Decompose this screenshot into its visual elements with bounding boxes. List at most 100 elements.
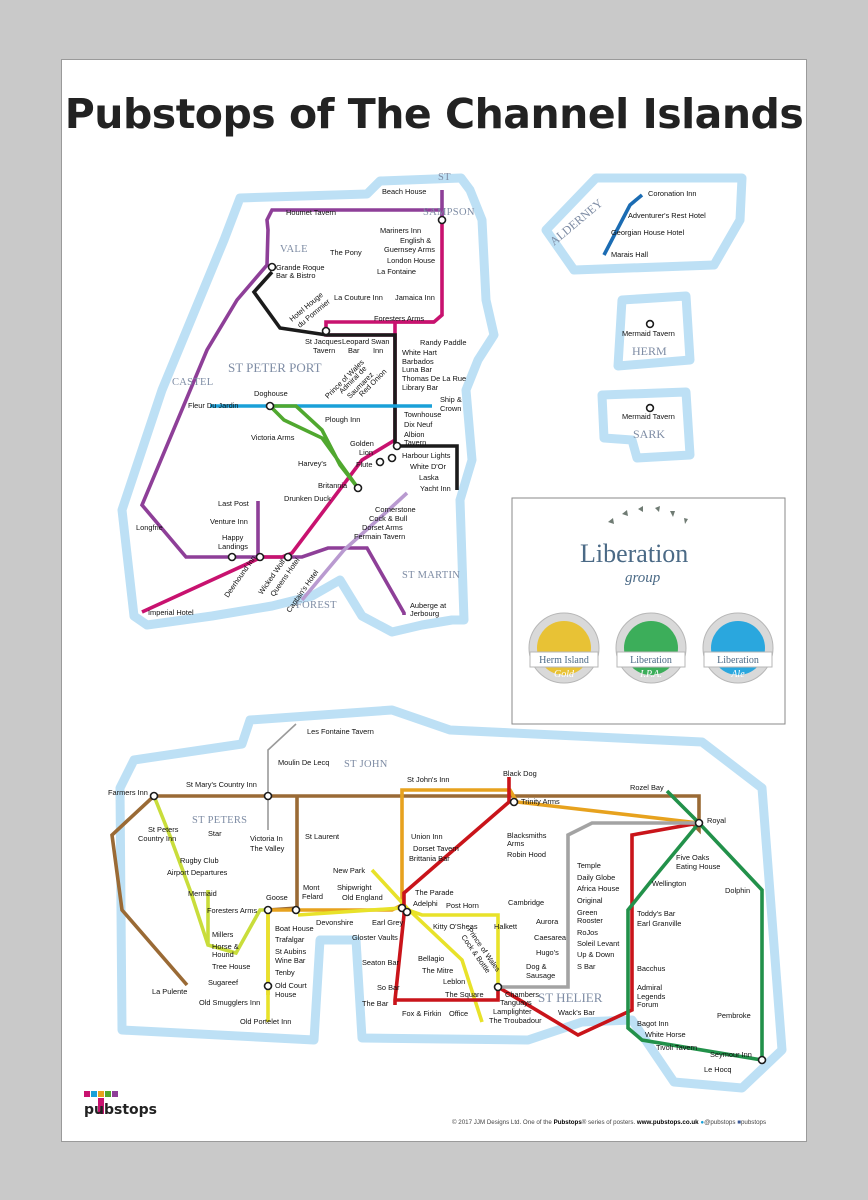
label-leopard2: Bar <box>348 346 360 355</box>
label-white-hart: White Hart <box>402 348 437 357</box>
label-todds: Toddy's Bar <box>637 909 676 918</box>
label-victoria-arms: Victoria Arms <box>251 433 295 442</box>
label-forum: Forum <box>637 1000 658 1009</box>
label-robin: Robin Hood <box>507 850 546 859</box>
label-old-court2: House <box>275 990 296 999</box>
label-admiral-j: Admiral <box>637 983 662 992</box>
label-adventurer: Adventurer's Rest Hotel <box>628 211 706 220</box>
station-grande-roque <box>267 262 277 272</box>
label-bacchus: Bacchus <box>637 964 666 973</box>
jersey-yellow-main <box>297 906 500 987</box>
label-farmers: Farmers Inn <box>108 788 148 797</box>
label-green-rooster2: Rooster <box>577 916 603 925</box>
label-the-mitre: The Mitre <box>422 966 453 975</box>
area-st-martin: ST MARTIN <box>402 570 460 581</box>
jersey-brown-west <box>110 794 189 987</box>
liberation-leaf-arc <box>608 506 688 524</box>
footer-copyright: © 2017 JJM Designs Ltd. One of the <box>452 1119 552 1126</box>
label-mont1: Mont <box>303 883 319 892</box>
label-auberge2: Jerbourg <box>410 609 439 618</box>
footer-url[interactable]: www.pubstops.co.uk <box>636 1119 699 1126</box>
area-st-sampson: SAMPSON <box>423 207 475 218</box>
area-st-helier: ST HELIER <box>538 990 603 1005</box>
area-vale: VALE <box>280 244 308 255</box>
label-longfrie: Longfrie <box>136 523 163 532</box>
label-pembroke: Pembroke <box>717 1011 751 1020</box>
label-old-smugglers: Old Smugglers Inn <box>199 998 260 1007</box>
label-tanguays: Tanguays <box>500 998 532 1007</box>
poster: Pubstops of The Channel Islands <box>61 59 807 1142</box>
label-coronation: Coronation Inn <box>648 189 696 198</box>
guernsey-green-line <box>268 404 360 490</box>
label-black-dog: Black Dog <box>503 769 537 778</box>
label-grande-roque2: Bar & Bistro <box>276 271 315 280</box>
label-harveys: Harvey's <box>298 459 327 468</box>
station-old-court <box>263 981 273 991</box>
transit-map: VALE ST SAMPSON CASTEL ST PETER PORT ST … <box>84 172 787 1114</box>
label-rozel: Rozel Bay <box>630 783 664 792</box>
alderney-halo <box>541 173 747 275</box>
station-trinity <box>509 797 519 807</box>
beer-clip-ale: Liberation Ale <box>702 612 774 684</box>
label-library: Library Bar <box>402 383 439 392</box>
footer-facebook[interactable]: pubstops <box>740 1119 767 1126</box>
beer-clip-ipa: Liberation I.P.A. <box>615 612 687 684</box>
station-chambers <box>493 982 503 992</box>
jersey-yellow-diag <box>370 868 484 1023</box>
label-the-parade: The Parade <box>415 888 454 897</box>
station-golden-lion <box>375 457 385 467</box>
label-gloster: Gloster Vaults <box>352 933 398 942</box>
label-st-peters-ci1: St Peters <box>148 825 179 834</box>
label-africa: Africa House <box>577 884 619 893</box>
label-happy1: Happy <box>222 533 244 542</box>
twitter-icon: ● <box>700 1119 705 1126</box>
jersey-stations <box>149 791 767 1065</box>
label-barbados: Barbados <box>402 357 434 366</box>
sark-station <box>645 403 655 413</box>
label-up-down: Up & Down <box>577 950 614 959</box>
footer: © 2017 JJM Designs Ltd. One of the Pubst… <box>452 1119 766 1126</box>
label-yacht: Yacht Inn <box>420 484 451 493</box>
label-bellagio: Bellagio <box>418 954 444 963</box>
label-seymour: Seymour Inn <box>710 1050 752 1059</box>
guernsey-purple-line <box>139 208 444 615</box>
label-adelphi: Adelphi <box>413 899 438 908</box>
label-victoria-in2: The Valley <box>250 844 285 853</box>
label-cambridge: Cambridge <box>508 898 544 907</box>
area-st-peters: ST PETERS <box>192 815 247 826</box>
label-victoria-in1: Victoria In <box>250 834 283 843</box>
footer-twitter[interactable]: @pubstops <box>704 1119 736 1126</box>
label-dix-neuf: Dix Neuf <box>404 420 433 429</box>
label-blacksmiths1: Blacksmiths <box>507 831 547 840</box>
label-fermain: Fermain Tavern <box>354 532 405 541</box>
label-fox: Fox & Firkin <box>402 1009 441 1018</box>
label-office: Office <box>449 1009 468 1018</box>
label-hugos: Hugo's <box>536 948 559 957</box>
station-seymour <box>757 1055 767 1065</box>
facebook-icon: ■ <box>737 1119 741 1126</box>
label-troubadour: The Troubadour <box>489 1016 542 1025</box>
label-grande-roque1: Grande Roque <box>276 263 324 272</box>
label-english2: Guernsey Arms <box>384 245 435 254</box>
label-houmet: Houmet Tavern <box>286 208 336 217</box>
label-shipwright: Shipwright <box>337 883 372 892</box>
jersey-labels: Les Fontaine Tavern Moulin De Lecq Farme… <box>108 727 752 1074</box>
label-beach-house: Beach House <box>382 187 426 196</box>
herm-halo <box>613 291 695 371</box>
label-millers: Millers <box>212 930 234 939</box>
guernsey-map: VALE ST SAMPSON CASTEL ST PETER PORT ST … <box>117 172 499 637</box>
label-doghouse: Doghouse <box>254 389 288 398</box>
liberation-group: group <box>625 570 661 586</box>
label-moulin: Moulin De Lecq <box>278 758 329 767</box>
label-wacks: Wack's Bar <box>558 1008 595 1017</box>
label-randy: Randy Paddle <box>420 338 466 347</box>
label-rugby: Rugby Club <box>180 856 219 865</box>
alderney-blue-line <box>602 193 644 256</box>
label-kitty: Kitty O'Sheas <box>433 922 478 931</box>
label-the-square: The Square <box>445 990 484 999</box>
label-auberge1: Auberge at <box>410 601 446 610</box>
herm-map: Mermaid Tavern HERM <box>613 291 695 371</box>
label-georgian: Georgian House Hotel <box>611 228 684 237</box>
jersey-halo <box>115 705 787 1093</box>
label-original: Original <box>577 896 603 905</box>
